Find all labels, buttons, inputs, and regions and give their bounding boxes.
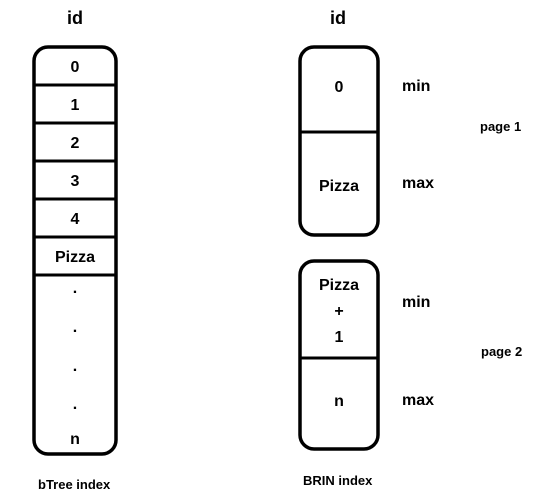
btree-caption: bTree index xyxy=(38,477,111,492)
brin-page-1-outline xyxy=(298,45,380,237)
brin-page-1-max-value: Pizza xyxy=(319,178,359,195)
btree-cell-n: n xyxy=(70,431,80,448)
btree-cell-2: 2 xyxy=(71,135,80,152)
brin-page-2-max-value: n xyxy=(334,393,344,410)
btree-ellipsis-dot: . xyxy=(73,358,77,375)
brin-caption: BRIN index xyxy=(303,473,373,488)
brin-page-2-min-line-1: Pizza xyxy=(319,277,359,294)
btree-index-column: 0 1 2 3 4 Pizza . . . . n xyxy=(32,45,118,456)
brin-page-1-min-label: min xyxy=(402,78,431,95)
brin-page-2-outline xyxy=(298,259,380,451)
btree-cell-4: 4 xyxy=(71,211,80,228)
btree-outline xyxy=(32,45,118,456)
brin-page-1-min-value: 0 xyxy=(335,79,344,96)
btree-cell-0: 0 xyxy=(71,59,80,76)
brin-page-1-block: 0 Pizza xyxy=(298,45,380,237)
brin-page-2-label: page 2 xyxy=(481,344,523,359)
brin-page-2-max-label: max xyxy=(402,392,435,409)
brin-header: id xyxy=(330,8,346,28)
brin-page-2-min-label: min xyxy=(402,294,431,311)
btree-ellipsis-dot: . xyxy=(73,280,77,297)
btree-header: id xyxy=(67,8,83,28)
brin-page-2-block: Pizza + 1 n xyxy=(298,259,380,451)
btree-ellipsis-dot: . xyxy=(73,396,77,413)
btree-cell-pizza: Pizza xyxy=(55,249,95,266)
brin-page-2-min-line-2: + xyxy=(334,303,343,320)
brin-page-2-min-line-3: 1 xyxy=(335,329,344,346)
btree-cell-1: 1 xyxy=(71,97,80,114)
btree-cell-3: 3 xyxy=(71,173,80,190)
btree-ellipsis-dot: . xyxy=(73,319,77,336)
brin-page-1-label: page 1 xyxy=(480,119,522,134)
brin-page-1-max-label: max xyxy=(402,175,435,192)
